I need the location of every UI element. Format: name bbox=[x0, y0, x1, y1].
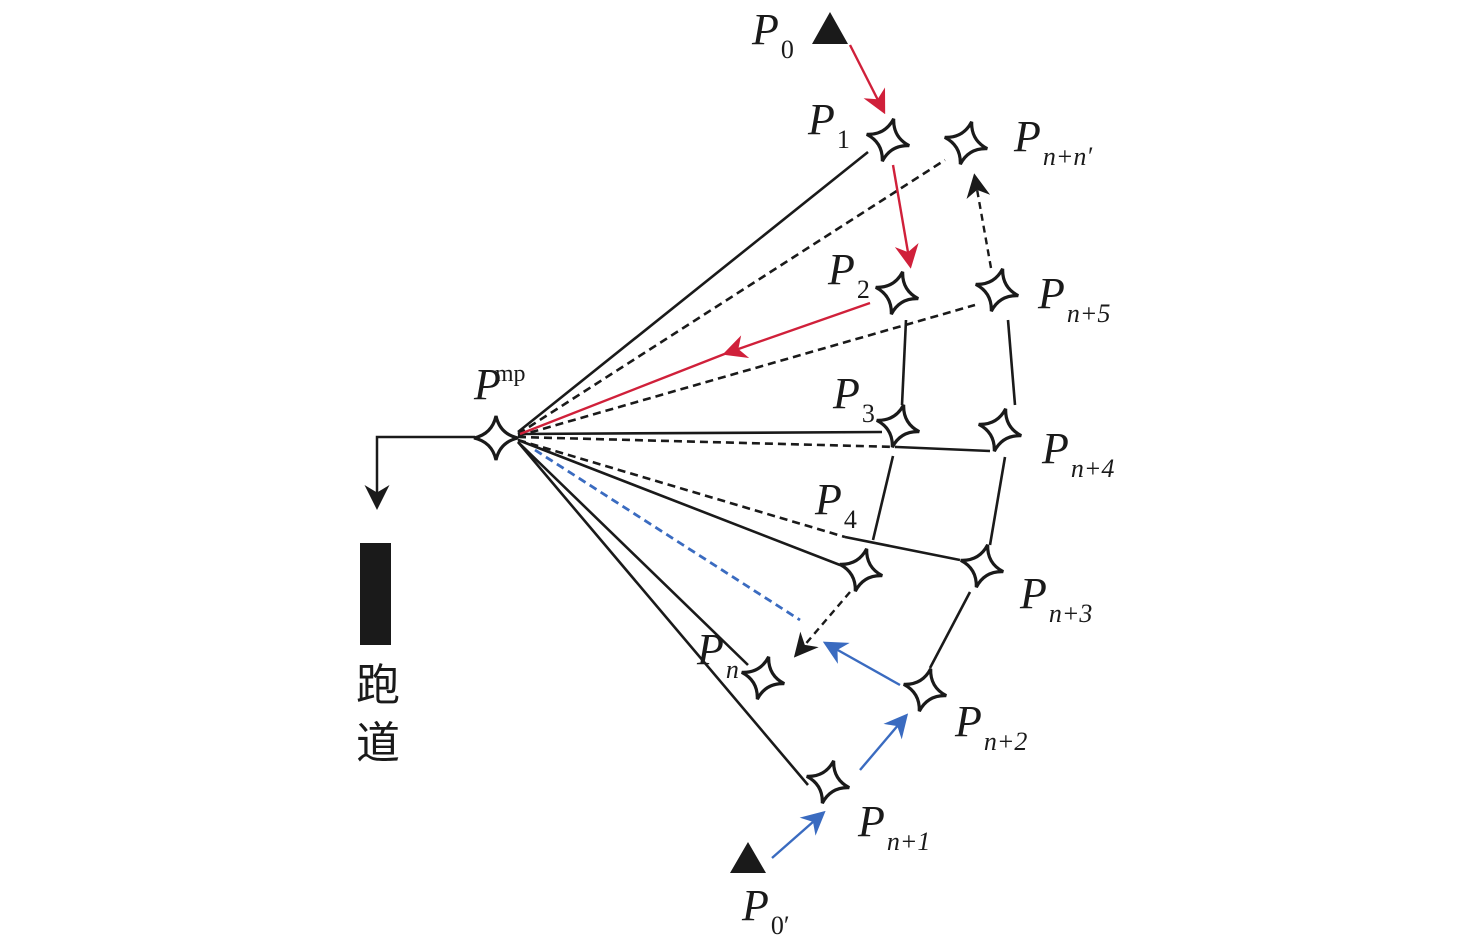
label-subscript: n+3 bbox=[1048, 599, 1093, 628]
label-subscript: n+4 bbox=[1070, 454, 1115, 483]
runway-approach-arrow bbox=[364, 435, 475, 510]
label-base: P bbox=[858, 797, 885, 846]
label-p4: P4 bbox=[815, 478, 857, 533]
label-pn1: Pn+1 bbox=[858, 800, 930, 855]
label-base: P bbox=[752, 5, 779, 54]
blue-arrow-pn2-to-pn bbox=[822, 641, 901, 687]
label-subscript: 0′ bbox=[770, 911, 790, 940]
pnn-star-icon bbox=[937, 114, 995, 172]
pn2-star-icon bbox=[896, 661, 954, 719]
ray-pn3-dashed bbox=[517, 438, 846, 539]
red-arrow-p0-to-p1 bbox=[848, 44, 886, 115]
connectors bbox=[871, 319, 1017, 669]
ray-pn5 bbox=[517, 303, 976, 438]
label-p1: P1 bbox=[808, 98, 850, 153]
p0-triangle-icon bbox=[812, 12, 848, 44]
pn3-star-icon bbox=[953, 537, 1011, 595]
blue-arrow-pn1-to-pn2 bbox=[859, 713, 909, 771]
ray-p3 bbox=[517, 430, 883, 436]
label-subscript: n+n′ bbox=[1042, 142, 1093, 171]
pmp-star-icon bbox=[472, 414, 520, 462]
dashed-arrow-p4-to-pn bbox=[793, 591, 851, 658]
label-base: P bbox=[1020, 569, 1047, 618]
label-base: P bbox=[808, 95, 835, 144]
ray-pnn bbox=[517, 158, 946, 436]
label-pn: Pn bbox=[697, 628, 739, 683]
p1-star-icon bbox=[859, 111, 917, 169]
label-subscript: n bbox=[725, 655, 739, 684]
p3-star-icon bbox=[869, 397, 927, 455]
p0prime-triangle-icon bbox=[730, 842, 766, 873]
ray-p1 bbox=[517, 150, 869, 434]
label-p0: P0 bbox=[752, 8, 794, 63]
pn5-star-icon bbox=[968, 261, 1026, 319]
label-pnn: Pn+n′ bbox=[1014, 115, 1092, 170]
connector-p3-p4 bbox=[871, 455, 895, 541]
red-line-to-pmp bbox=[519, 351, 728, 436]
label-pmp: Pmp bbox=[474, 362, 526, 407]
label-base: P bbox=[1042, 424, 1069, 473]
label-pn3: Pn+3 bbox=[1020, 572, 1092, 627]
label-base: P bbox=[815, 475, 842, 524]
label-subscript: n+1 bbox=[886, 827, 931, 856]
blue-arrow-p0prime-to-pn1 bbox=[771, 810, 826, 859]
label-base: P bbox=[1038, 269, 1065, 318]
connector-pn5-pn4 bbox=[1006, 319, 1017, 406]
label-pn2: Pn+2 bbox=[955, 700, 1027, 755]
label-subscript: 4 bbox=[843, 505, 857, 534]
blue-dashed-ray bbox=[534, 448, 801, 622]
ray-pn4-solid bbox=[896, 445, 991, 453]
label-subscript: 3 bbox=[861, 399, 875, 428]
p2-star-icon bbox=[868, 264, 926, 322]
label-subscript: n+2 bbox=[983, 727, 1028, 756]
connector-p2-p3 bbox=[900, 319, 908, 406]
label-base: P bbox=[828, 245, 855, 294]
label-superscript: mp bbox=[494, 361, 526, 387]
ray-pn bbox=[517, 441, 749, 666]
label-base: P bbox=[1014, 112, 1041, 161]
label-base: P bbox=[955, 697, 982, 746]
ray-p4 bbox=[517, 438, 841, 567]
runway-label-char1: 跑 bbox=[356, 660, 400, 711]
ray-pn3-solid bbox=[844, 535, 961, 562]
pn-star-icon bbox=[734, 649, 792, 707]
runway-bar bbox=[360, 543, 391, 645]
label-subscript: 1 bbox=[836, 125, 850, 154]
label-subscript: 0 bbox=[780, 35, 794, 64]
red-arrow-p1-to-p2 bbox=[891, 164, 919, 269]
label-p3: P3 bbox=[833, 372, 875, 427]
runway-label-char2: 道 bbox=[356, 718, 400, 769]
p4-star-icon bbox=[832, 541, 890, 599]
label-p2: P2 bbox=[828, 248, 870, 303]
connector-pn4-pn3 bbox=[988, 456, 1007, 546]
ray-pn4-dashed bbox=[517, 435, 898, 449]
red-arrow-p2-to-pmp bbox=[722, 301, 871, 358]
pn1-star-icon bbox=[799, 753, 857, 811]
label-subscript: 2 bbox=[856, 275, 870, 304]
label-pn4: Pn+4 bbox=[1042, 427, 1114, 482]
dashed-arrow-pn5-to-pnn bbox=[966, 173, 993, 269]
label-subscript: n+5 bbox=[1066, 299, 1111, 328]
label-base: P bbox=[474, 360, 501, 409]
ray-pn1 bbox=[517, 441, 809, 786]
pn4-star-icon bbox=[971, 401, 1029, 459]
label-p0prime: P0′ bbox=[742, 884, 790, 939]
label-base: P bbox=[833, 369, 860, 418]
label-base: P bbox=[742, 881, 769, 930]
connector-pn3-pn2 bbox=[928, 591, 972, 669]
label-pn5: Pn+5 bbox=[1038, 272, 1110, 327]
label-base: P bbox=[697, 625, 724, 674]
rays bbox=[517, 150, 991, 786]
